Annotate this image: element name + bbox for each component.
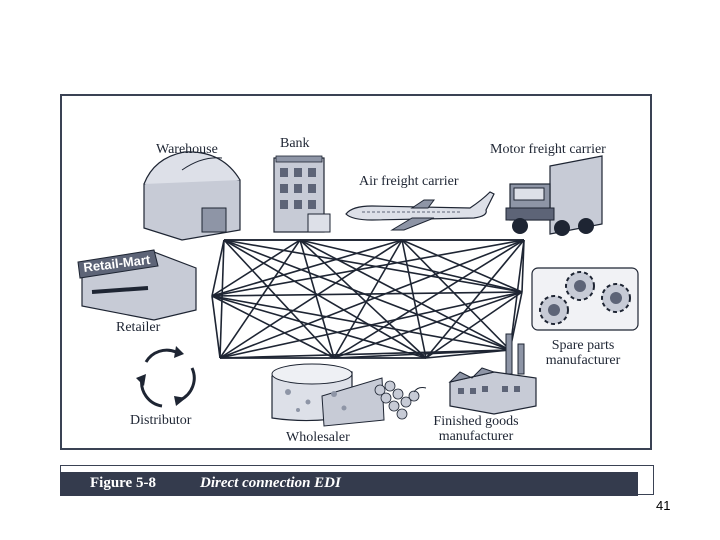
connection-line	[333, 291, 523, 359]
connection-line	[211, 239, 403, 297]
connection-line	[299, 239, 427, 359]
warehouse-icon	[143, 151, 241, 241]
connection-line	[401, 239, 427, 359]
spare-parts-label-line2: manufacturer	[545, 353, 621, 368]
connection-line	[223, 239, 335, 359]
bank-label: Bank	[280, 136, 310, 151]
retailer-label: Retailer	[116, 320, 161, 335]
connection-line	[211, 291, 523, 297]
connection-line	[219, 239, 301, 359]
connection-line	[333, 239, 525, 359]
figure-frame: Retail-Mart	[60, 94, 652, 450]
cycle-arrows-icon	[136, 346, 196, 408]
connection-line	[211, 295, 221, 359]
connection-line	[425, 349, 511, 359]
spare-parts-label: Spare parts manufacturer	[538, 338, 628, 368]
figure-title: Direct connection EDI	[200, 475, 341, 491]
finished-goods-label-line2: manufacturer	[438, 429, 514, 444]
factory-icon	[448, 333, 537, 415]
connection-line	[211, 239, 225, 297]
connection-line	[299, 239, 511, 351]
gears-icon	[531, 267, 639, 331]
connection-line	[211, 239, 525, 297]
connection-line	[211, 295, 335, 359]
connection-line	[299, 239, 523, 293]
wholesaler-label: Wholesaler	[286, 430, 350, 445]
connection-line	[219, 349, 511, 359]
connection-line	[401, 239, 523, 293]
connection-line	[219, 239, 403, 359]
finished-goods-label: Finished goods manufacturer	[424, 414, 528, 444]
spare-parts-label-line1: Spare parts	[551, 338, 615, 353]
connection-line	[333, 239, 403, 359]
air-freight-label: Air freight carrier	[359, 174, 459, 189]
connection-line	[211, 295, 511, 351]
page-number: 41	[656, 498, 671, 513]
bank-icon	[273, 155, 331, 233]
connection-line	[211, 239, 301, 297]
figure-number: Figure 5-8	[90, 475, 156, 491]
cheese-grapes-icon	[271, 363, 427, 427]
retail-store-icon: Retail-Mart	[77, 249, 197, 321]
truck-icon	[505, 155, 603, 236]
connection-mesh	[211, 239, 525, 359]
connection-line	[333, 349, 511, 359]
connection-line	[223, 239, 523, 293]
motor-freight-label: Motor freight carrier	[490, 142, 606, 157]
distributor-label: Distributor	[130, 413, 192, 428]
edi-diagram: Retail-Mart	[77, 151, 639, 427]
connection-line	[219, 239, 525, 359]
warehouse-label: Warehouse	[156, 142, 218, 157]
figure-caption: Figure 5-8 Direct connection EDI	[60, 472, 638, 496]
connection-line	[299, 239, 335, 359]
connection-line	[219, 291, 523, 359]
airplane-icon	[345, 191, 495, 231]
connection-line	[211, 295, 427, 359]
finished-goods-label-line1: Finished goods	[433, 414, 519, 429]
connection-line	[425, 291, 523, 359]
